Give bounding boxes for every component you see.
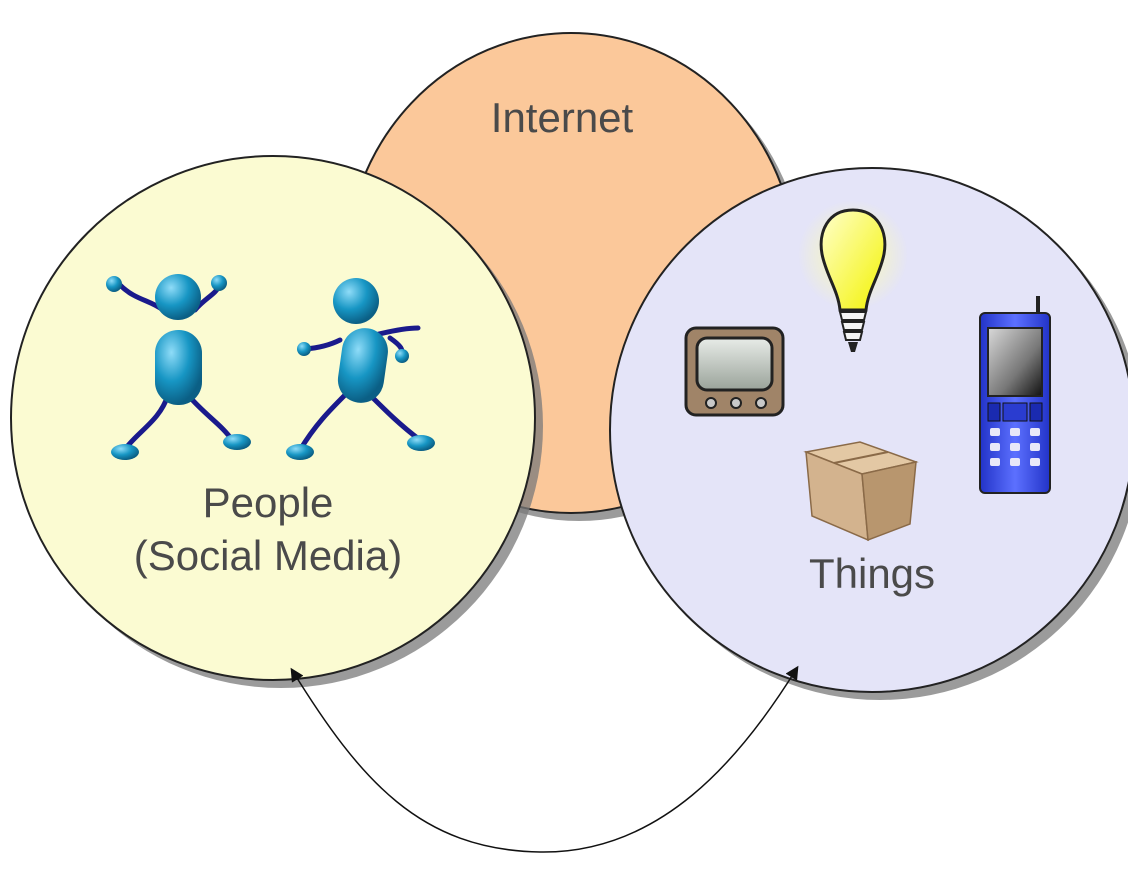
person-arms-up-icon (106, 274, 251, 460)
things-label: Things (809, 550, 935, 597)
people-circle (10, 155, 543, 688)
people-sublabel: (Social Media) (134, 532, 402, 579)
person-dancing-icon (286, 278, 435, 460)
light-bulb-icon (798, 200, 908, 352)
internet-label: Internet (491, 94, 634, 141)
things-circle (609, 167, 1128, 700)
people-label: People (203, 479, 334, 526)
curved-double-arrow (290, 665, 799, 853)
mobile-phone-icon (979, 296, 1051, 494)
television-icon (684, 326, 785, 417)
cardboard-box-icon (803, 441, 919, 542)
